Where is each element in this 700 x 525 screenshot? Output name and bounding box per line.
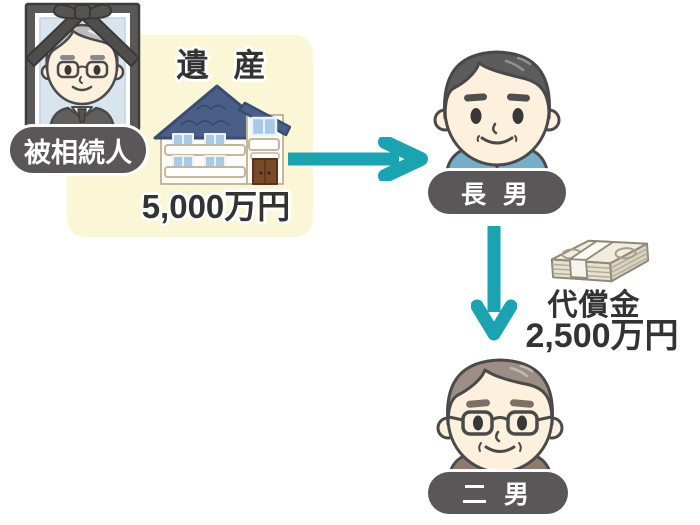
second-son-label-pill: 二 男 (428, 472, 568, 514)
compensation-amount: 2,500万円 (525, 317, 679, 355)
decedent-label-pill: 被相続人 (10, 127, 146, 173)
house-icon (153, 84, 291, 185)
arrow-estate-to-eldest-son-icon (288, 137, 428, 181)
eldest-son-icon (433, 50, 561, 176)
second-son-label: 二 男 (462, 481, 534, 509)
estate-title: 遺 産 (176, 47, 274, 83)
second-son-icon (436, 358, 564, 478)
estate-amount: 5,000万円 (141, 188, 291, 225)
mourning-ribbon-icon (25, 3, 140, 67)
compensation-label: 代償金 (547, 289, 641, 322)
eldest-son-label: 長 男 (461, 180, 533, 209)
decedent-label: 被相続人 (24, 137, 132, 168)
money-stack-icon (550, 239, 650, 283)
arrow-eldest-to-second-son-icon (471, 226, 517, 341)
eldest-son-label-pill: 長 男 (428, 171, 566, 214)
memorial-portrait-icon (24, 2, 141, 132)
